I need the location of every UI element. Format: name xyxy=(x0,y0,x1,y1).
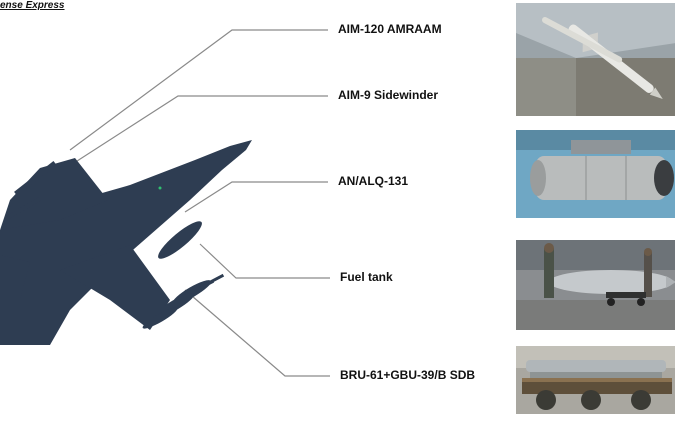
brand-logo-text: ense Express xyxy=(0,0,65,11)
leader-line-sdb xyxy=(184,289,330,377)
leader-line-aim9 xyxy=(59,95,328,173)
label-aim-120: AIM-120 AMRAAM xyxy=(338,22,442,36)
sdb-rack-photo xyxy=(516,346,675,414)
aim-120-missile-photo xyxy=(516,3,675,116)
leader-line-fuel-tank xyxy=(199,243,330,279)
ecm-pod-photo xyxy=(516,130,675,218)
label-aim-9: AIM-9 Sidewinder xyxy=(338,88,439,102)
label-alq-131: AN/ALQ-131 xyxy=(338,174,409,188)
leader-line-aim120 xyxy=(69,29,328,151)
f16-jet-silhouette xyxy=(0,140,252,345)
label-sdb: BRU-61+GBU-39/B SDB xyxy=(340,368,476,382)
fuel-tank-photo xyxy=(516,240,675,330)
label-fuel-tank: Fuel tank xyxy=(340,270,393,284)
leader-line-alq131 xyxy=(184,181,328,213)
